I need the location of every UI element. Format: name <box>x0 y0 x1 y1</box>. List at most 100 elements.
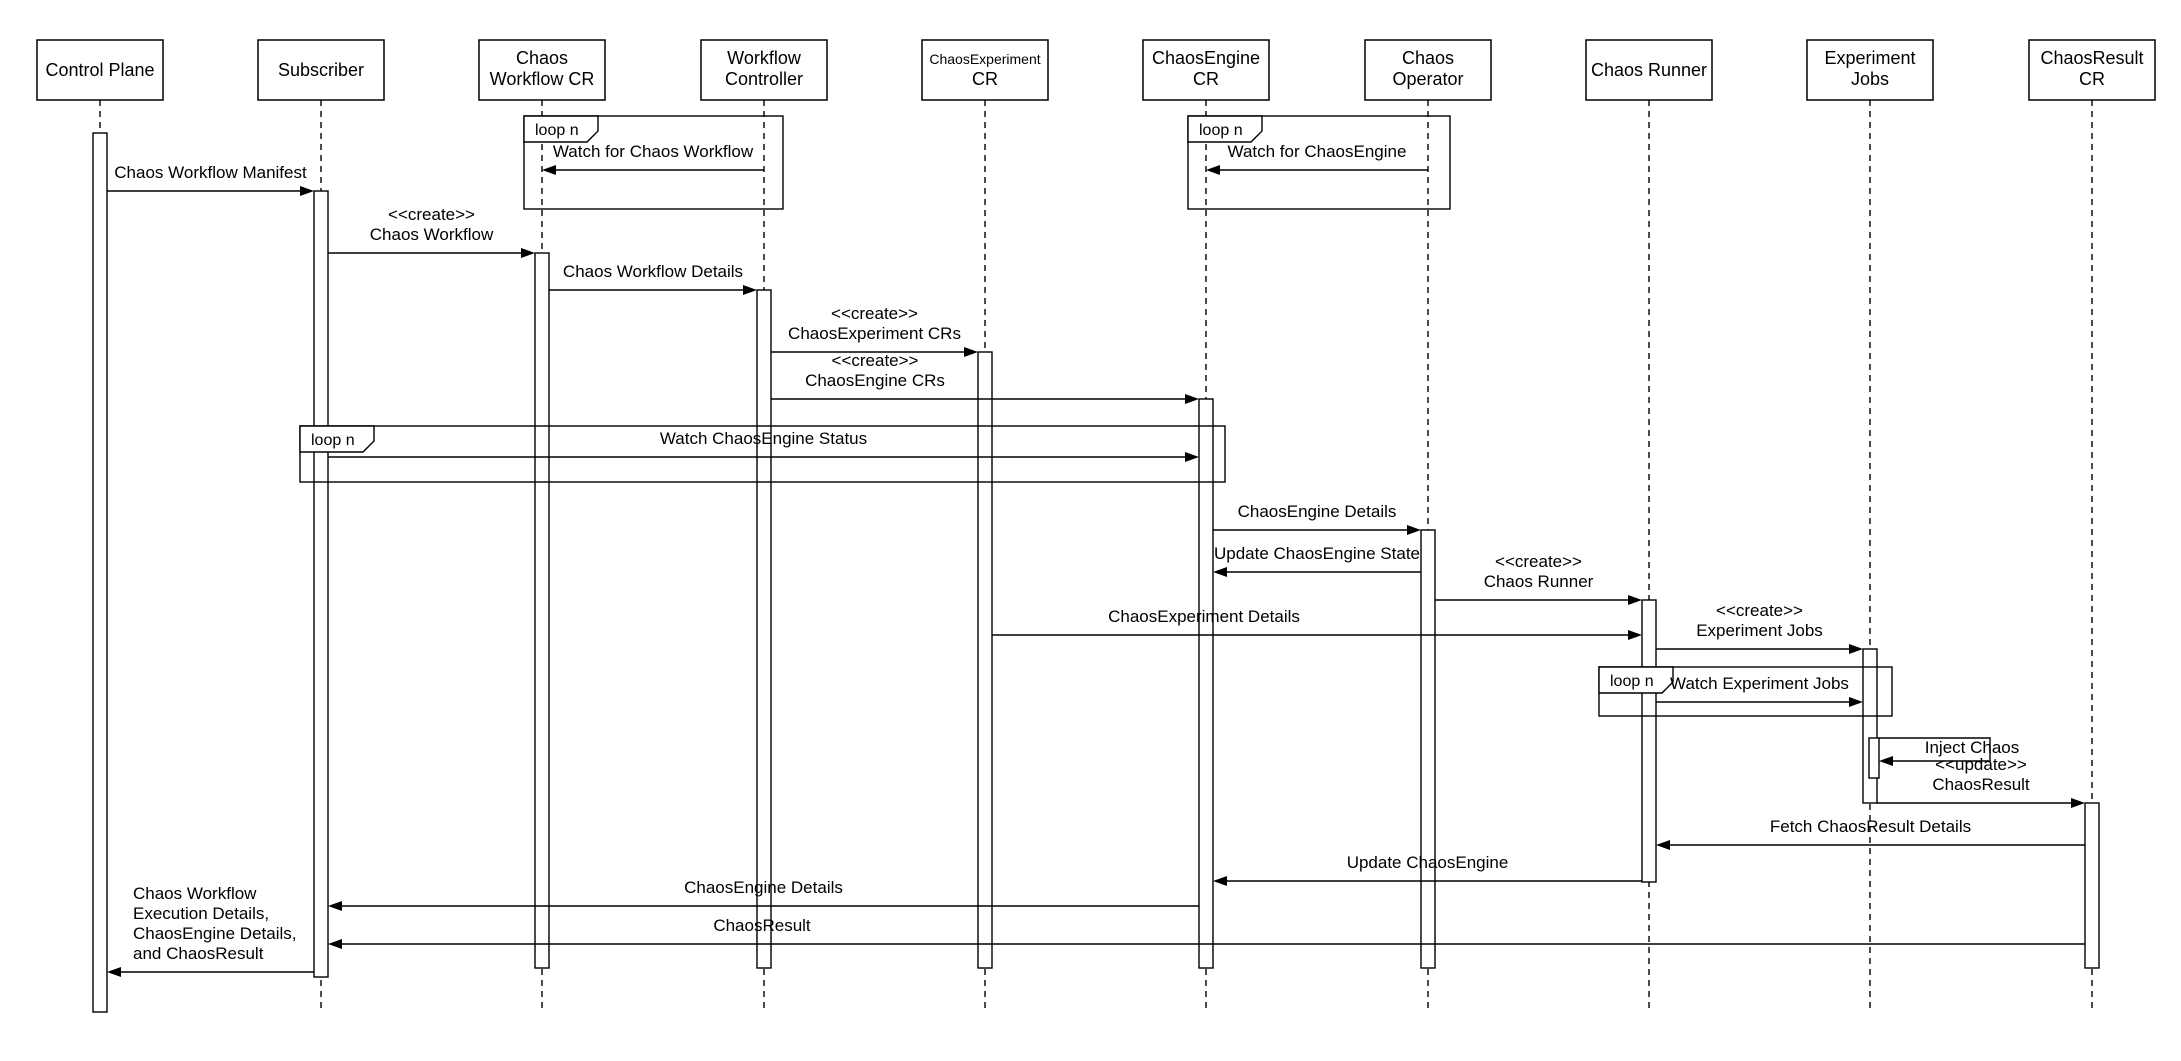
participant-label-chaos-workflow-cr: Workflow CR <box>490 69 595 89</box>
participant-label-chaos-runner: Chaos Runner <box>1591 60 1707 80</box>
arrowhead-chaos-workflow-manifest <box>300 186 314 196</box>
message-label-fetch-chaosresult-details: Fetch ChaosResult Details <box>1770 817 1971 836</box>
participant-box-chaos-workflow-cr <box>478 39 606 101</box>
message-label-create-chaosengine-crs: ChaosEngine CRs <box>805 371 945 390</box>
arrowhead-chaosexperiment-details <box>1628 630 1642 640</box>
arrowhead-create-chaos-runner <box>1628 595 1642 605</box>
message-label-workflow-results-to-control-plane: and ChaosResult <box>133 944 264 963</box>
arrowhead-watch-chaosengine-status <box>1185 452 1199 462</box>
participant-box-workflow-controller <box>700 39 828 101</box>
activation-subscriber <box>313 190 329 978</box>
message-label-watch-chaosengine-status: Watch ChaosEngine Status <box>660 429 867 448</box>
loop-fragment-label-tag <box>1187 115 1263 143</box>
participant-box-chaosengine-cr <box>1142 39 1270 101</box>
arrowhead-watch-experiment-jobs <box>1849 697 1863 707</box>
arrowhead-update-chaosresult <box>2071 798 2085 808</box>
loop-fragment-label: loop n <box>1199 122 1243 139</box>
participant-label-workflow-controller: Workflow <box>727 48 802 68</box>
participant-label-chaosengine-cr: ChaosEngine <box>1152 48 1260 68</box>
loop-fragment-label-tag <box>1598 666 1674 694</box>
message-label-chaos-workflow-details: Chaos Workflow Details <box>563 262 743 281</box>
activation-workflow-controller <box>756 289 772 969</box>
activation-chaosengine-cr <box>1198 398 1214 969</box>
participant-label-workflow-controller: Controller <box>725 69 803 89</box>
activation-experiment-jobs <box>1868 737 1880 779</box>
participant-label-chaos-workflow-cr: Chaos <box>516 48 568 68</box>
participant-label-chaos-operator: Operator <box>1392 69 1463 89</box>
loop-fragment-label: loop n <box>311 432 355 449</box>
participant-box-chaosresult-cr <box>2028 39 2156 101</box>
loop-fragment-box <box>299 425 1226 483</box>
loop-fragment-label: loop n <box>1610 673 1654 690</box>
participant-label-chaos-operator: Chaos <box>1402 48 1454 68</box>
activation-chaosexperiment-cr <box>977 351 993 969</box>
arrowhead-inject-chaos <box>1879 756 1893 766</box>
message-label-chaosresult: ChaosResult <box>713 916 811 935</box>
activation-chaos-operator <box>1420 529 1436 969</box>
arrowhead-create-chaosengine-crs <box>1185 394 1199 404</box>
activation-chaos-workflow-cr <box>534 252 550 969</box>
arrowhead-create-chaosexperiment-crs <box>964 347 978 357</box>
arrowhead-chaos-workflow-details <box>743 285 757 295</box>
message-label-update-chaosengine-state: Update ChaosEngine State <box>1214 544 1420 563</box>
participant-label-chaosexperiment-cr: CR <box>972 69 998 89</box>
arrowhead-update-chaosengine-state <box>1213 567 1227 577</box>
message-label-watch-for-chaosengine: Watch for ChaosEngine <box>1228 142 1407 161</box>
activation-control-plane <box>92 132 108 1013</box>
participant-label-control-plane: Control Plane <box>45 60 154 80</box>
message-label-watch-experiment-jobs: Watch Experiment Jobs <box>1670 674 1849 693</box>
participant-label-chaosengine-cr: CR <box>1193 69 1219 89</box>
arrowhead-watch-for-chaos-workflow <box>542 165 556 175</box>
participant-box-control-plane <box>36 39 164 101</box>
message-label-create-chaos-workflow: Chaos Workflow <box>370 225 494 244</box>
participant-box-chaos-operator <box>1364 39 1492 101</box>
arrowhead-chaosengine-details <box>1407 525 1421 535</box>
message-label-chaos-workflow-manifest: Chaos Workflow Manifest <box>114 163 307 182</box>
activation-experiment-jobs <box>1862 648 1878 804</box>
participant-label-chaosresult-cr: CR <box>2079 69 2105 89</box>
participant-box-experiment-jobs <box>1806 39 1934 101</box>
arrowhead-create-experiment-jobs <box>1849 644 1863 654</box>
arrowhead-watch-for-chaosengine <box>1206 165 1220 175</box>
message-label-create-experiment-jobs: <<create>> <box>1716 601 1803 620</box>
message-label-chaosengine-details: ChaosEngine Details <box>1238 502 1397 521</box>
participant-box-subscriber <box>257 39 385 101</box>
loop-fragment-label-tag <box>299 425 375 453</box>
participant-label-chaosresult-cr: ChaosResult <box>2040 48 2143 68</box>
message-label-create-chaosexperiment-crs: ChaosExperiment CRs <box>788 324 961 343</box>
arrowhead-fetch-chaosresult-details <box>1656 840 1670 850</box>
message-label-workflow-results-to-control-plane: Chaos Workflow <box>133 884 257 903</box>
participant-box-chaosexperiment-cr <box>921 39 1049 101</box>
arrowhead-chaosengine-details-subscriber <box>328 901 342 911</box>
arrowhead-create-chaos-workflow <box>521 248 535 258</box>
message-label-chaosengine-details-subscriber: ChaosEngine Details <box>684 878 843 897</box>
message-line-inject-chaos <box>1879 737 1991 762</box>
message-label-update-chaosresult: ChaosResult <box>1932 775 2030 794</box>
activation-chaosresult-cr <box>2084 802 2100 969</box>
loop-fragment-label: loop n <box>535 122 579 139</box>
loop-fragment-box <box>523 115 784 210</box>
message-label-update-chaosresult: <<update>> <box>1935 755 2027 774</box>
participant-box-chaos-runner <box>1585 39 1713 101</box>
loop-fragment-box <box>1187 115 1451 210</box>
message-label-create-chaosexperiment-crs: <<create>> <box>831 304 918 323</box>
message-label-create-chaos-runner: Chaos Runner <box>1484 572 1594 591</box>
message-label-create-experiment-jobs: Experiment Jobs <box>1696 621 1823 640</box>
message-label-create-chaos-workflow: <<create>> <box>388 205 475 224</box>
message-label-create-chaos-runner: <<create>> <box>1495 552 1582 571</box>
message-label-inject-chaos: Inject Chaos <box>1925 738 2020 757</box>
arrowhead-workflow-results-to-control-plane <box>107 967 121 977</box>
message-label-workflow-results-to-control-plane: ChaosEngine Details, <box>133 924 296 943</box>
arrowhead-chaosresult <box>328 939 342 949</box>
participant-label-experiment-jobs: Jobs <box>1851 69 1889 89</box>
loop-fragment-label-tag <box>523 115 599 143</box>
message-label-chaosexperiment-details: ChaosExperiment Details <box>1108 607 1300 626</box>
participant-label-experiment-jobs: Experiment <box>1824 48 1915 68</box>
activation-chaos-runner <box>1641 599 1657 883</box>
participant-label-chaosexperiment-cr: ChaosExperiment <box>929 51 1040 67</box>
message-label-watch-for-chaos-workflow: Watch for Chaos Workflow <box>553 142 754 161</box>
message-label-update-chaosengine: Update ChaosEngine <box>1347 853 1509 872</box>
participant-label-subscriber: Subscriber <box>278 60 364 80</box>
